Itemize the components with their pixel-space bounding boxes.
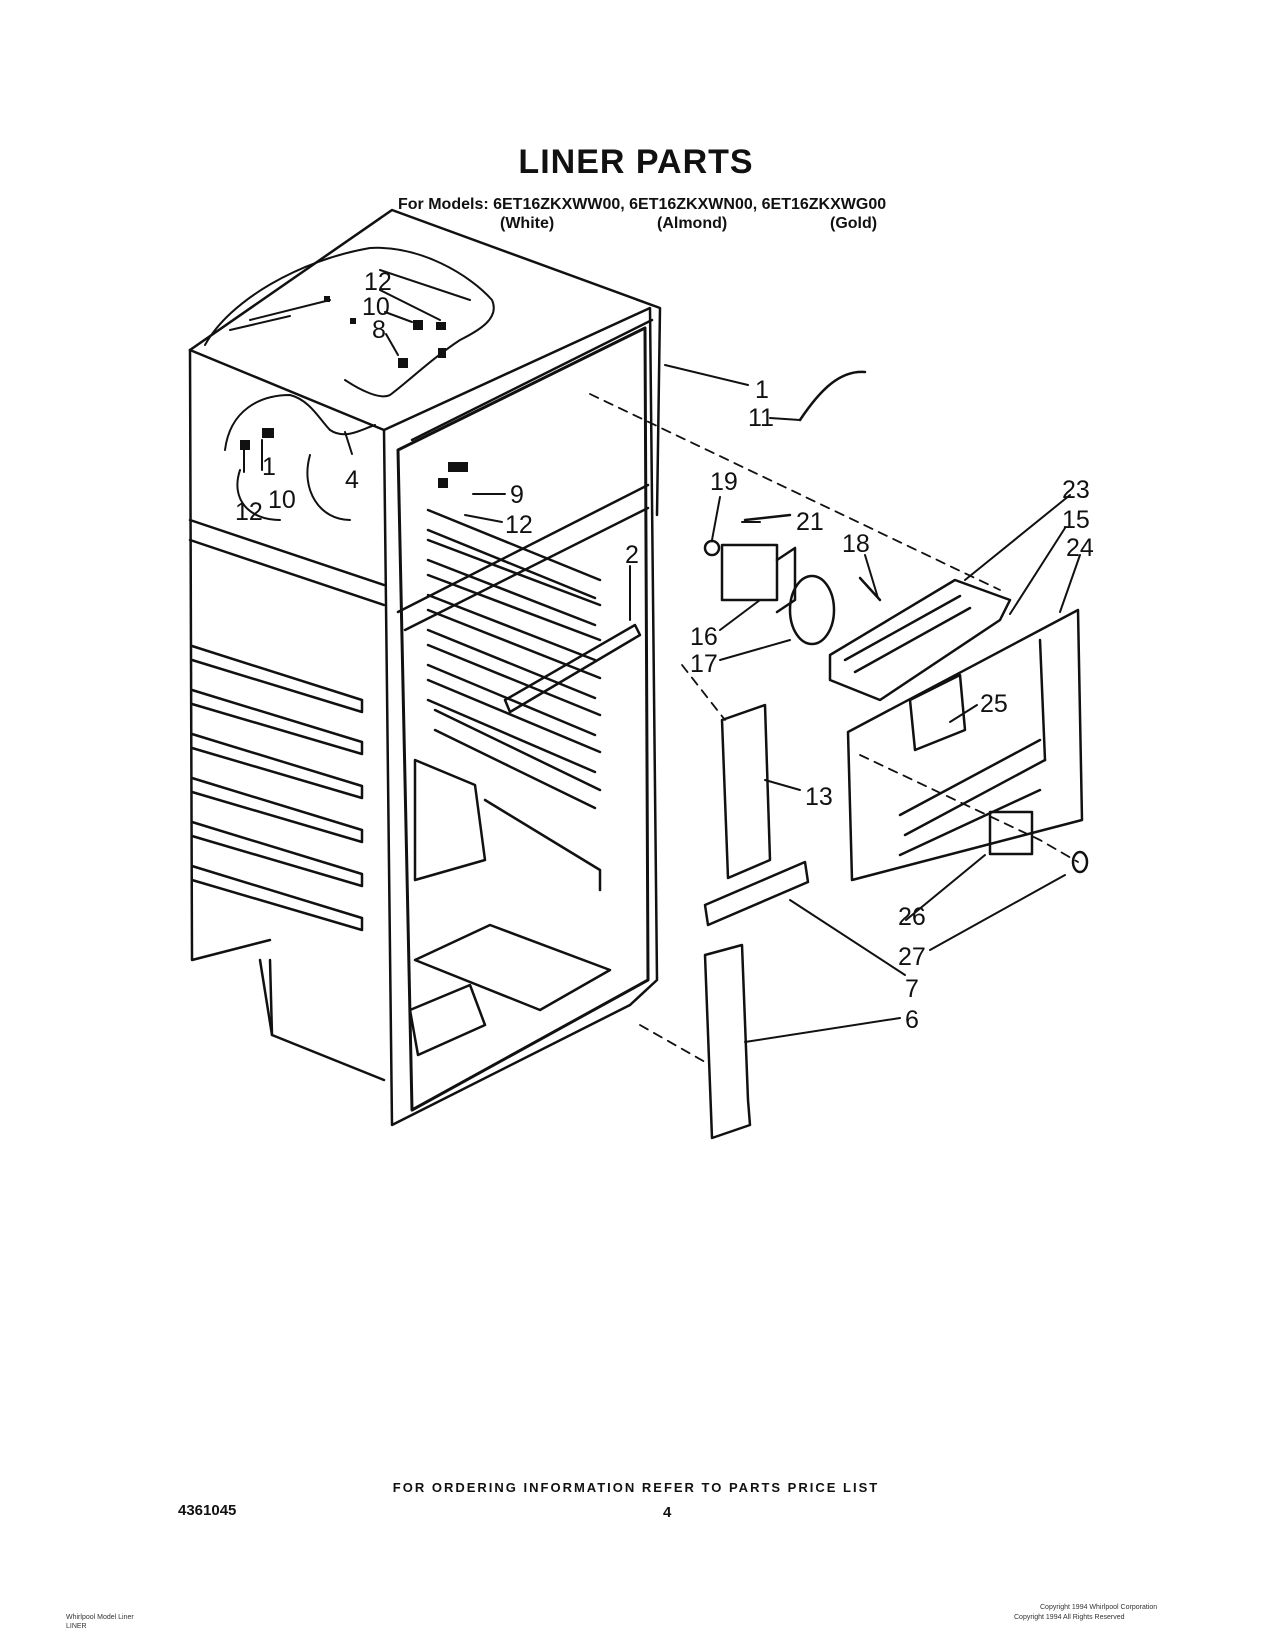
color-white-label: (White) <box>500 215 555 232</box>
callout-17: 17 <box>690 650 718 678</box>
part-11-wire <box>798 370 867 422</box>
liner-clips <box>240 296 468 488</box>
small-print-right-1: Copyright 1994 Whirlpool Corporation <box>1040 1604 1158 1611</box>
part-13-cover <box>720 703 772 880</box>
callout-18: 18 <box>842 530 870 558</box>
callout-9: 9 <box>510 481 524 509</box>
callout-10-top: 10 <box>362 293 390 321</box>
callout-1: 1 <box>755 376 769 404</box>
callout-4: 4 <box>345 466 359 494</box>
document-number: 4361045 <box>178 1502 237 1519</box>
callouts: 1 2 4 6 7 8 9 10 10 11 12 12 12 13 15 16… <box>235 268 1094 1034</box>
callout-12-left: 12 <box>235 498 263 526</box>
small-print-right-2: Copyright 1994 All Rights Reserved <box>1014 1614 1125 1621</box>
fan-motor-assembly <box>703 513 882 646</box>
part-24-panel <box>846 608 1084 882</box>
part-26-block <box>988 810 1034 856</box>
callout-10-left: 10 <box>268 486 296 514</box>
callout-19: 19 <box>710 468 738 496</box>
callout-7: 7 <box>905 975 919 1003</box>
small-print-left-1: Whirlpool Model Liner <box>66 1614 134 1621</box>
callout-25: 25 <box>980 690 1008 718</box>
callout-16: 16 <box>690 623 718 651</box>
callout-26: 26 <box>898 903 926 931</box>
callout-11: 11 <box>748 404 774 432</box>
callout-8: 8 <box>372 316 386 344</box>
callout-2: 2 <box>625 541 639 569</box>
color-almond-label: (Almond) <box>657 215 728 232</box>
callout-24: 24 <box>1066 534 1094 562</box>
callout-1-left: 1 <box>262 453 276 481</box>
ordering-note: FOR ORDERING INFORMATION REFER TO PARTS … <box>392 1480 880 1495</box>
callout-23: 23 <box>1062 476 1090 504</box>
callout-6: 6 <box>905 1006 919 1034</box>
color-gold-label: (Gold) <box>830 215 878 232</box>
part-2-control <box>503 623 642 714</box>
page-number: 4 <box>663 1504 672 1521</box>
page-title: LINER PARTS <box>518 143 754 181</box>
callout-12-mid: 12 <box>505 511 533 539</box>
callout-27: 27 <box>898 943 926 971</box>
part-6-duct <box>703 943 752 1140</box>
part-7-plate <box>703 860 810 927</box>
models-line: For Models: 6ET16ZKXWW00, 6ET16ZKXWN00, … <box>398 196 887 213</box>
callout-12-top: 12 <box>364 268 392 296</box>
small-print-left-2: LINER <box>66 1623 87 1630</box>
part-23-bracket <box>828 578 1012 702</box>
part-27-plug <box>1071 850 1089 874</box>
liner-cabinet <box>188 208 662 1127</box>
alignment-lines <box>589 393 1079 1063</box>
callout-13: 13 <box>805 783 833 811</box>
callout-15: 15 <box>1062 506 1090 534</box>
callout-21: 21 <box>796 508 824 536</box>
leader-lines <box>243 289 1081 1043</box>
